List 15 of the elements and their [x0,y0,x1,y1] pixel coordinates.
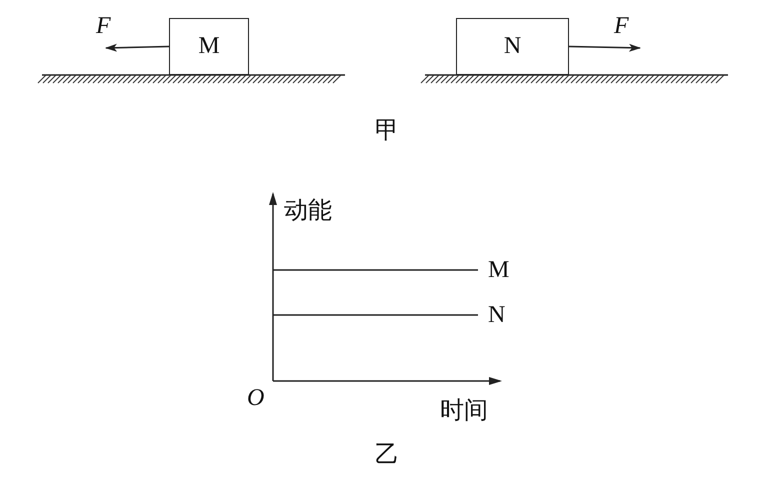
block-label: M [198,33,220,60]
block [169,18,249,75]
text-label: 动能 [284,198,332,222]
force-label: F [614,14,629,38]
text-label: O [247,386,264,410]
block [456,18,569,75]
text-label: N [488,303,506,327]
text-label: 时间 [440,398,488,422]
block-label: N [504,33,522,60]
text-label: 甲 [375,118,399,142]
force-label: F [96,14,111,38]
force-arrow [105,44,170,52]
text-label: 乙 [375,442,399,466]
force-arrow [568,44,641,52]
text-label: M [488,258,510,282]
